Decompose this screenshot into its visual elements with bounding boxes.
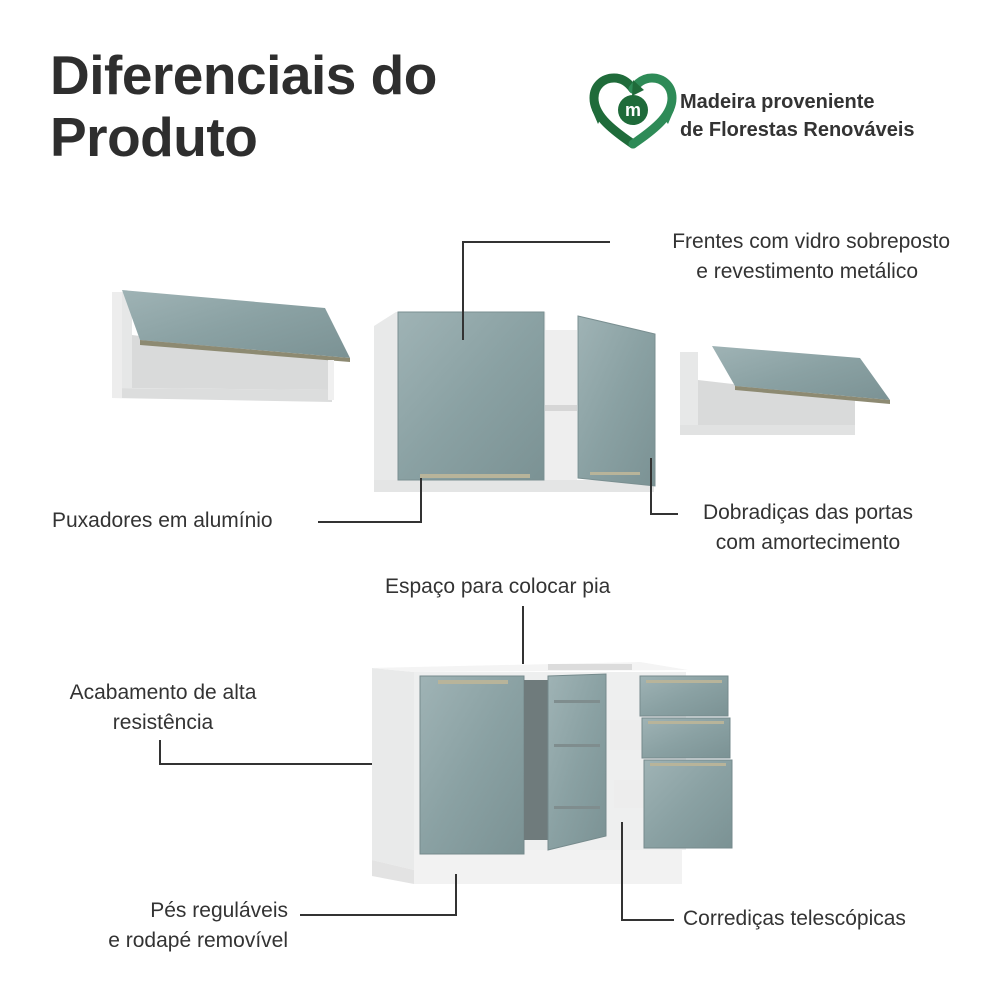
- badge-text: Madeira proveniente de Florestas Renováv…: [680, 88, 915, 144]
- callout-finish-line-1: Acabamento de alta: [69, 681, 257, 704]
- leader-lines: [159, 241, 678, 921]
- callout-hinges-line-2: com amortecimento: [715, 531, 901, 554]
- page-title: Diferenciais do Produto: [50, 44, 437, 168]
- title-line-2: Produto: [50, 106, 258, 168]
- title-line-1: Diferenciais do: [50, 44, 437, 106]
- right-wall-cabinet: [680, 346, 890, 435]
- callout-hinges-line-1: Dobradiças das portas: [702, 501, 914, 524]
- base-cabinet: [372, 662, 733, 884]
- callout-feet-line-1: Pés reguláveis: [150, 899, 288, 922]
- callout-hinges: Dobradiças das portas com amortecimento: [680, 498, 936, 558]
- callout-sink: Espaço para colocar pia: [385, 575, 611, 598]
- callout-slides: Corrediças telescópicas: [683, 907, 906, 930]
- leader-handles: [318, 478, 422, 523]
- callout-fronts-line-1: Frentes com vidro sobreposto: [672, 230, 950, 253]
- leader-finish: [159, 740, 372, 765]
- callout-finish-line-2: resistência: [112, 711, 214, 734]
- callout-handles: Puxadores em alumínio: [52, 509, 273, 532]
- leader-feet: [300, 874, 457, 916]
- left-wall-cabinet: [112, 290, 350, 402]
- badge-line-2: de Florestas Renováveis: [680, 119, 915, 141]
- callout-finish: Acabamento de alta resistência: [40, 678, 286, 738]
- callout-fronts: Frentes com vidro sobreposto e revestime…: [600, 227, 950, 287]
- callout-fronts-line-2: e revestimento metálico: [696, 260, 918, 283]
- callout-feet-line-2: e rodapé removível: [108, 929, 288, 952]
- recycle-heart-icon: m: [589, 73, 677, 149]
- badge-letter: m: [625, 100, 641, 120]
- center-wall-cabinet: [374, 311, 656, 492]
- leader-fronts: [462, 241, 610, 340]
- leader-hinges: [650, 458, 678, 515]
- callout-feet: Pés reguláveis e rodapé removível: [60, 896, 288, 956]
- leader-slides: [621, 822, 674, 921]
- badge-line-1: Madeira proveniente: [680, 91, 875, 113]
